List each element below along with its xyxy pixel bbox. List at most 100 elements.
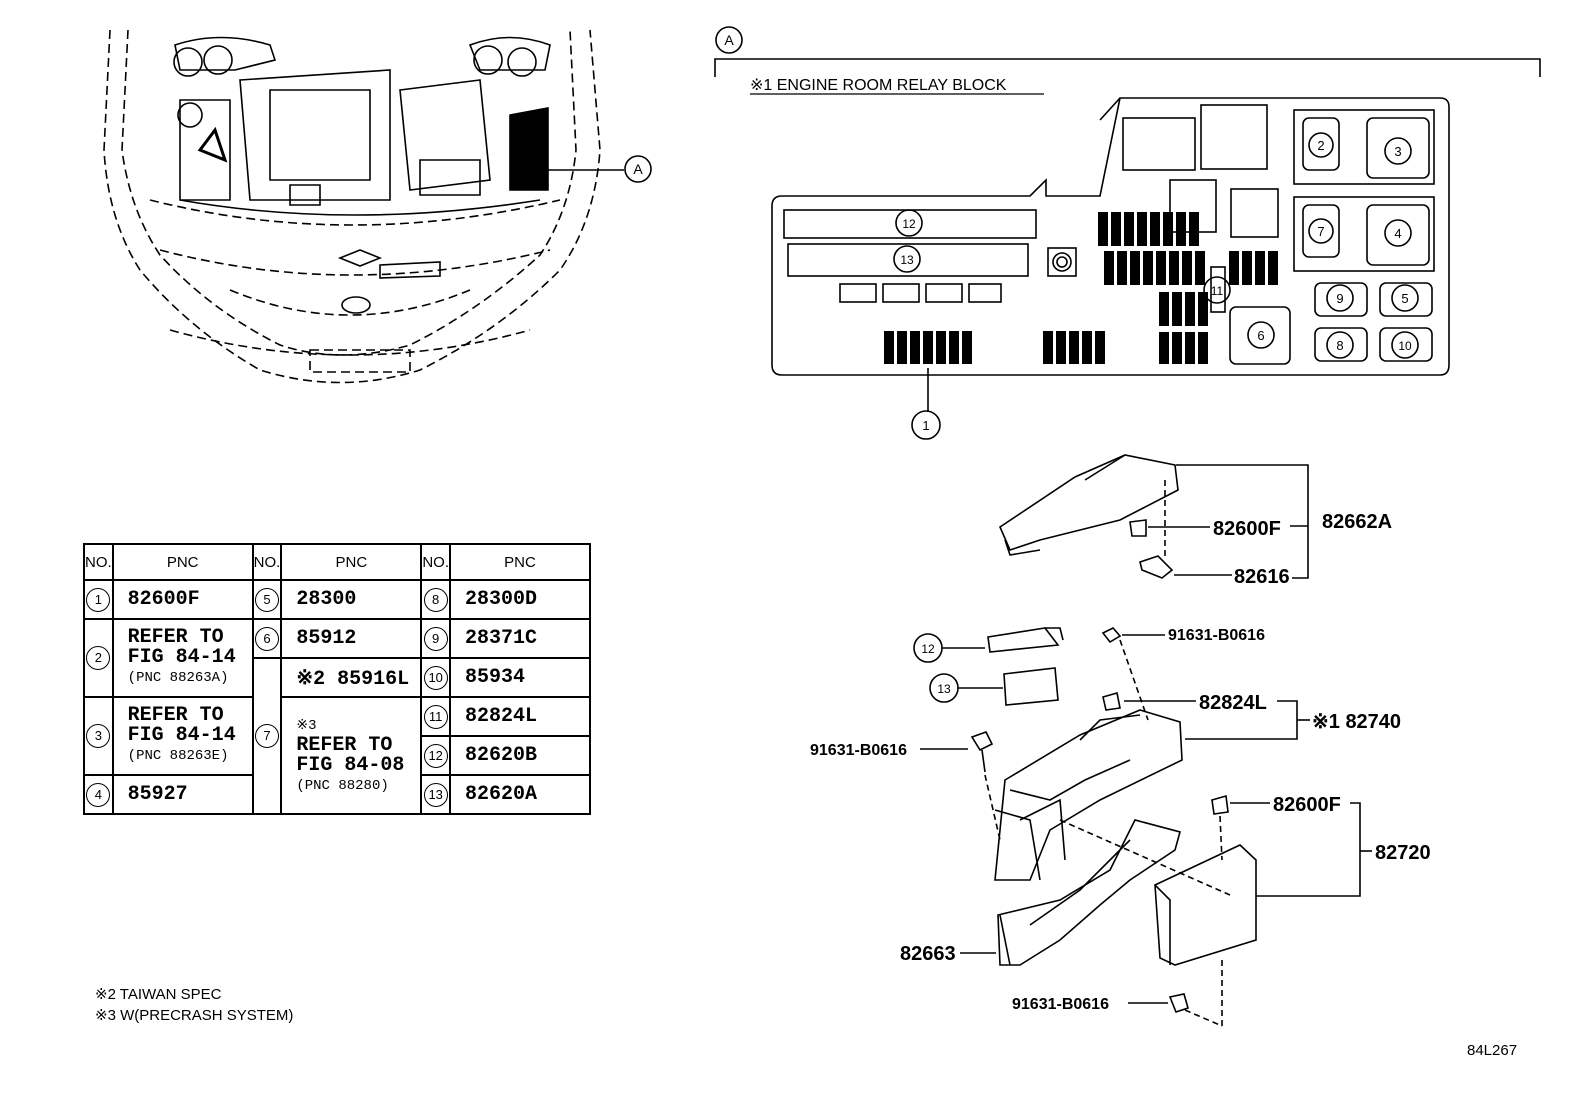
no-circle: 10 (423, 665, 448, 690)
pnc-cell: 82620B (449, 735, 592, 776)
rb-label-10: 10 (1398, 339, 1412, 353)
row-no-cell: 4 (83, 774, 114, 815)
pnc-ref-cell: REFER TO FIG 84-14 (PNC 88263E) (111, 696, 254, 776)
ref-line: (PNC 88280) (296, 777, 389, 794)
table-row: 4 85927 13 82620A (83, 774, 592, 815)
exploded-callout-12: 12 (921, 642, 935, 656)
header-pnc-2: PNC (280, 543, 423, 581)
row-no-cell: 7 (251, 657, 283, 815)
car-engine-bay-illustration (103, 29, 601, 384)
ref-line: REFER TO (127, 704, 224, 727)
no-circle: 3 (86, 724, 111, 748)
label-91631-b: 91631-B0616 (810, 742, 907, 759)
no-circle: 5 (255, 587, 279, 612)
pnc-table: NO. PNC NO. PNC NO. PNC 1 82600F 5 28300… (83, 543, 592, 815)
relay-block-numbers: 1 2 3 4 5 6 7 8 9 10 11 12 13 (900, 138, 1412, 433)
rb-label-8: 8 (1336, 338, 1343, 353)
label-82720: 82720 (1375, 842, 1431, 864)
ref-line: (PNC 88263A) (127, 670, 229, 686)
row-no-cell: 1 (83, 579, 114, 620)
no-circle: 12 (423, 743, 448, 768)
pnc-cell: 85927 (111, 774, 254, 815)
rb-label-2: 2 (1317, 138, 1324, 153)
pnc-ref-cell: ※3 REFER TO FIG 84-08 (PNC 88280) (280, 696, 423, 815)
section-a-circle (715, 26, 743, 54)
rb-label-4: 4 (1394, 226, 1401, 241)
section-bracket (714, 58, 1541, 77)
pnc-cell: 82620A (449, 774, 592, 815)
table-row: 12 82620B (84, 735, 592, 776)
row-no-cell: 11 (420, 696, 452, 737)
row-no-cell: 8 (420, 579, 452, 620)
row-no-cell: 12 (420, 735, 452, 776)
row-no-cell: 2 (83, 618, 114, 698)
rb-label-12: 12 (902, 217, 916, 231)
no-circle: 8 (423, 587, 448, 612)
pnc-cell: 85934 (449, 657, 592, 698)
section-a-label: A (724, 32, 734, 48)
header-no-2: NO. (251, 543, 283, 581)
callout-a-label: A (633, 161, 643, 177)
rb-label-11: 11 (1211, 284, 1224, 298)
pnc-ref-cell: REFER TO FIG 84-14 (PNC 88263A) (111, 618, 254, 698)
table-row: 2 REFER TO FIG 84-14 (PNC 88263A) 6 8591… (83, 618, 592, 698)
label-82740: ※1 82740 (1312, 711, 1401, 733)
rb-label-7: 7 (1317, 224, 1324, 239)
no-circle: 7 (255, 724, 279, 748)
no-circle: 4 (86, 782, 111, 807)
table-header-row: NO. PNC NO. PNC NO. PNC (83, 543, 592, 581)
no-circle: 9 (423, 626, 448, 651)
label-82662a: 82662A (1322, 511, 1392, 533)
pnc-cell: ※2 85916L (280, 657, 423, 698)
ref-line: REFER TO (127, 626, 224, 649)
label-91631-c: 91631-B0616 (1012, 996, 1109, 1013)
ref-line: (PNC 88263E) (127, 748, 229, 764)
fuse-blocks (884, 212, 1278, 364)
no-circle: 13 (423, 782, 448, 807)
relay-block-number-circles (893, 132, 1419, 440)
ref-line: ※3 (296, 717, 317, 734)
pnc-cell: 82824L (449, 696, 592, 737)
exploded-callout-13: 13 (937, 682, 951, 696)
label-82616: 82616 (1234, 566, 1290, 588)
table-row: 7 ※2 85916L 10 85934 (84, 657, 592, 815)
table-row: 1 82600F 5 28300 8 28300D (83, 579, 592, 620)
table-row: 3 REFER TO FIG 84-14 (PNC 88263E) ※3 REF… (83, 696, 592, 815)
header-no-3: NO. (420, 543, 452, 581)
pnc-cell: 28371C (449, 618, 592, 659)
row-no-cell: 13 (420, 774, 452, 815)
rb-label-3: 3 (1394, 144, 1401, 159)
exploded-part-labels: 82600F 82662A 82616 91631-B0616 82824L ※… (810, 511, 1431, 1013)
figure-code: 84L267 (1467, 1042, 1517, 1059)
relay-block-outline (771, 97, 1450, 376)
rb-label-6: 6 (1257, 328, 1264, 343)
ref-line: FIG 84-14 (127, 724, 236, 747)
callout-a-circle (624, 155, 652, 183)
row-no-cell: 10 (420, 657, 452, 698)
engine-bay-components (173, 36, 551, 314)
label-82600f-mid: 82600F (1273, 794, 1341, 816)
section-title: ※1 ENGINE ROOM RELAY BLOCK (750, 77, 1007, 94)
row-no-cell: 6 (251, 618, 283, 659)
no-circle: 2 (86, 646, 111, 670)
no-circle: 6 (255, 626, 279, 651)
rb-label-1: 1 (922, 418, 929, 433)
rb-label-9: 9 (1336, 291, 1343, 306)
note-precrash: ※3 W(PRECRASH SYSTEM) (95, 1007, 294, 1024)
label-82824l: 82824L (1199, 692, 1267, 714)
label-82600f-top: 82600F (1213, 518, 1281, 540)
header-pnc-1: PNC (111, 543, 254, 581)
rb-label-5: 5 (1401, 291, 1408, 306)
rb-label-13: 13 (900, 253, 914, 267)
ref-line: FIG 84-14 (127, 646, 236, 669)
no-circle: 1 (86, 587, 111, 612)
relay-block-location-marker (509, 107, 549, 191)
no-circle: 11 (423, 704, 448, 729)
ref-line: FIG 84-08 (296, 753, 405, 777)
row-no-cell: 9 (420, 618, 452, 659)
label-82663: 82663 (900, 943, 956, 965)
pnc-cell: 85912 (280, 618, 423, 659)
pnc-cell: 28300 (280, 579, 423, 620)
pnc-cell: 82600F (111, 579, 254, 620)
